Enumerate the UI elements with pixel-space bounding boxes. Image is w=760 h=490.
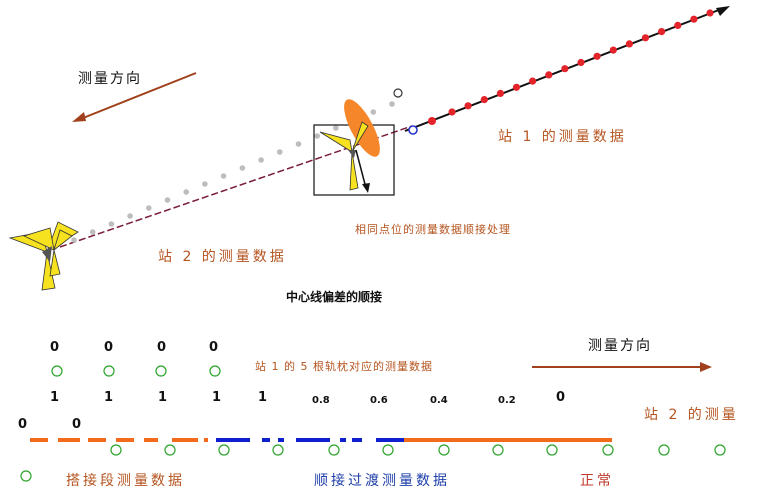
one-value: 1 [50,390,60,405]
direction-arrowhead-bottom [700,362,712,372]
station2-measure-points [71,101,395,243]
station2-point [258,157,264,163]
station1-point [593,52,601,60]
station1-point [480,96,488,104]
station2-instrument [8,221,79,291]
station2-point [164,197,171,203]
station1-point [464,102,472,110]
station1-point [625,40,634,48]
instrument-pointer [355,149,367,189]
direction-label-top: 测量方向 [78,71,142,87]
station2-point [146,205,152,211]
one-value: 1 [212,390,222,405]
station2-point [220,173,227,179]
sleeper-circles-bottom [20,444,726,482]
station2-data-label: 站 2 的测量数据 [158,249,287,265]
station2-point [314,133,321,139]
station2-point [295,141,302,147]
station2-point [127,213,133,219]
one-value: 1 [158,390,168,405]
zero-value: 0 [104,340,114,355]
station1-point [529,77,537,85]
overlap-point-red [428,117,436,125]
station1-point [561,65,569,73]
fraction-value: 0.2 [498,395,516,406]
station2-track-line [59,125,413,248]
station1-point [674,21,682,29]
station1-data-label: 站 1 的测量数据 [498,129,627,145]
sleeper-circles-top [51,365,221,377]
overlap-point-white [393,88,403,98]
station2-point [277,149,283,155]
station2-point [239,165,246,171]
station1-arrowhead [716,6,730,16]
same-point-processing-label: 相同点位的测量数据顺接处理 [355,223,511,236]
direction-arrow-top [77,72,197,121]
one-value: 1 [104,390,114,405]
direction-arrowhead-top [72,112,86,122]
left-zero-value: 0 [18,417,28,432]
station1-point [609,46,617,54]
fraction-value: 0.8 [312,395,330,406]
normal-label: 正常 [580,473,614,489]
station1-sleepers-label: 站 1 的 5 根轨枕对应的测量数据 [255,360,433,373]
station2-point [108,221,115,227]
overlap-segment-label: 搭接段测量数据 [66,473,185,489]
station2-point [71,237,77,243]
fraction-value: 0 [556,390,566,405]
station2-point [333,125,339,131]
station2-point [389,101,395,107]
station2-point [183,189,189,195]
fraction-value: 0.4 [430,395,448,406]
fraction-value: 0.6 [370,395,388,406]
left-zero-value: 0 [72,417,82,432]
station1-point [512,83,521,91]
transition-data-label: 顺接过渡测量数据 [314,473,450,489]
zero-value: 0 [157,340,167,355]
station1-point [690,15,698,23]
instrument-pointer-head [362,183,370,193]
station1-point [496,89,504,97]
one-value: 1 [258,390,268,405]
overlap-point-blue [408,125,418,135]
station1-measure-points [448,9,714,116]
zero-value: 0 [209,340,219,355]
station2-point [202,181,208,187]
station1-point [448,108,456,116]
station1-point [641,34,650,42]
zero-value: 0 [50,340,60,355]
station2-measure-label: 站 2 的测量 [644,407,739,423]
station1-instrument [319,121,369,191]
station2-point [89,229,96,235]
station1-point [658,28,666,36]
station1-point [577,58,585,67]
centerline-title: 中心线偏差的顺接 [286,290,383,304]
station1-point [706,9,714,17]
station2-point [370,109,377,115]
station1-point [545,71,553,79]
direction-label-bottom: 测量方向 [588,338,652,354]
